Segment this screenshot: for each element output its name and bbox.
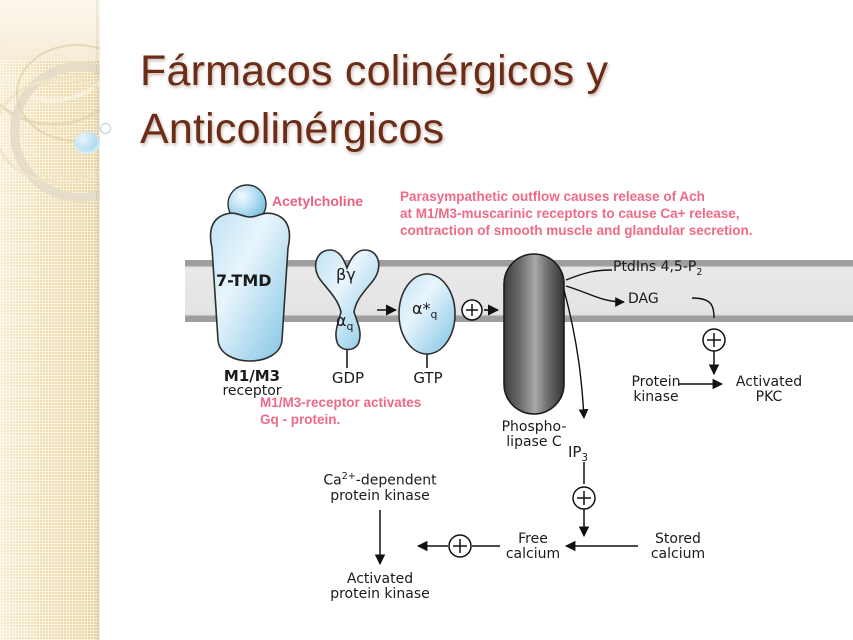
alpha-q-active-label: α*q	[412, 299, 438, 322]
top-caption-line-1: Parasympathetic outflow causes release o…	[400, 189, 705, 204]
seven-tmd-label: 7-TMD	[216, 271, 272, 290]
activated-kinase-line-1: Activated	[346, 571, 414, 587]
free-calcium-line-1: Free	[518, 531, 548, 547]
gtp-label: GTP	[413, 369, 443, 387]
plc-line-2: lipase C	[506, 434, 562, 451]
ca-dependent-kinase-label: Ca2+-dependent protein kinase	[318, 471, 442, 504]
protein-kinase-line-1: Protein	[631, 374, 681, 390]
decorative-sidebar	[0, 0, 100, 640]
gdp-label: GDP	[331, 369, 365, 387]
activated-kinase-line-2: protein kinase	[330, 586, 430, 603]
top-caption: Parasympathetic outflow causes release o…	[400, 188, 753, 239]
page-title-line-2: Anticolinérgicos	[140, 105, 445, 153]
beta-gamma-subunit-shape	[314, 249, 380, 351]
decorative-bubble-icon	[74, 132, 100, 154]
dag-arrow	[565, 285, 625, 307]
free-calcium-line-2: calcium	[505, 546, 561, 563]
protein-kinase-line-2: kinase	[633, 389, 679, 406]
diagram-vector-layer	[185, 184, 853, 566]
alpha-q-label: αq	[336, 311, 354, 334]
ptdins-label: PtdIns 4,5-P2	[613, 259, 703, 278]
dag-label: DAG	[628, 291, 659, 307]
ca-dependent-line-2: protein kinase	[330, 487, 430, 504]
activated-protein-kinase-label: Activated protein kinase	[318, 571, 442, 603]
sidebar-edge-shadow	[96, 0, 100, 640]
plc-line-1: Phospho-	[501, 419, 567, 435]
beta-gamma-label: βγ	[336, 265, 356, 284]
dag-to-pkc-line	[691, 297, 715, 319]
mid-caption: M1/M3-receptor activates Gq - protein.	[260, 394, 421, 428]
activated-pkc-line-1: Activated	[735, 374, 803, 390]
m1-m3-receptor-shape	[209, 212, 291, 362]
receptor-name-label: M1/M3 receptor	[204, 368, 300, 399]
top-caption-line-3: contraction of smooth muscle and glandul…	[400, 223, 753, 238]
receptor-name-line-2: receptor	[222, 383, 282, 400]
stored-calcium-line-2: calcium	[650, 546, 706, 563]
page-title: Fármacos colinérgicos y Anticolinérgicos	[140, 42, 840, 158]
stored-calcium-line-1: Stored	[655, 531, 701, 547]
acetylcholine-label: Acetylcholine	[272, 193, 364, 209]
top-caption-line-2: at M1/M3-muscarinic receptors to cause C…	[400, 206, 740, 221]
protein-kinase-label: Protein kinase	[628, 374, 684, 406]
ip3-label: IP3	[568, 443, 588, 464]
activated-pkc-label: Activated PKC	[724, 374, 814, 406]
ip3-branch-arrow	[563, 289, 589, 419]
activated-pkc-line-2: PKC	[755, 389, 783, 406]
page-title-line-1: Fármacos colinérgicos y	[140, 47, 609, 95]
decorative-small-ring-icon	[100, 123, 111, 134]
ptdins-leader-line	[565, 269, 613, 281]
mid-caption-line-2: Gq - protein.	[260, 412, 341, 427]
ca-dependent-line-1: Ca2+-dependent	[323, 471, 437, 489]
phospholipase-c-shape	[503, 253, 565, 415]
free-calcium-label: Free calcium	[498, 531, 568, 563]
receptor-name-line-1: M1/M3	[223, 367, 281, 385]
mid-caption-line-1: M1/M3-receptor activates	[260, 395, 422, 410]
stored-calcium-label: Stored calcium	[640, 531, 716, 563]
phospholipase-c-label: Phospho- lipase C	[484, 419, 584, 451]
signaling-pathway-diagram: Acetylcholine Parasympathetic outflow ca…	[100, 172, 853, 640]
